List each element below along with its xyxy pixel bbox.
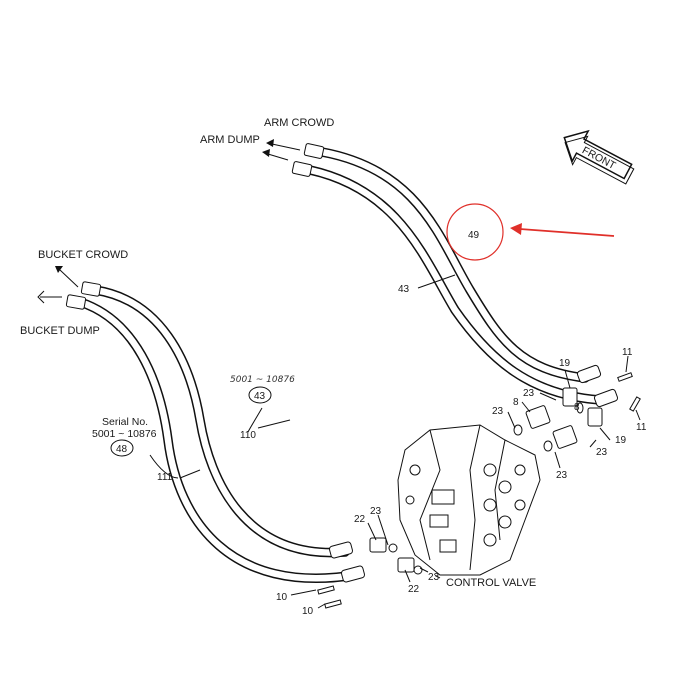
serial-line2: 5001 ~ 10876	[92, 428, 157, 440]
callout-23f: 23	[428, 572, 440, 583]
flow-arrow-icon	[37, 139, 301, 304]
flange-fittings	[317, 372, 641, 609]
callout-23c: 23	[596, 447, 608, 458]
arm-hoses	[305, 147, 605, 405]
callout-19a: 19	[559, 358, 571, 369]
callout-8a: 8	[513, 397, 519, 408]
arm-crowd-label: ARM CROWD	[264, 117, 334, 129]
hose-end-fittings	[65, 143, 619, 583]
control-valve-label: CONTROL VALVE	[446, 577, 536, 589]
callout-11b: 11	[636, 422, 647, 433]
front-arrow-icon: FRONT	[563, 129, 635, 185]
control-valve	[397, 424, 541, 576]
callout-43b: 43	[254, 391, 266, 402]
callout-23a: 23	[523, 388, 535, 399]
callout-43: 43	[398, 284, 410, 295]
bucket-crowd-label: BUCKET CROWD	[38, 249, 128, 261]
serial-handwritten: 5001 ~ 10876	[230, 375, 295, 385]
serial-line1: Serial No.	[102, 416, 148, 428]
callout-23b: 23	[492, 406, 504, 417]
callout-43-circled: 5001 ~ 10876 43	[230, 375, 295, 404]
serial-note: Serial No. 5001 ~ 10876 48	[92, 416, 157, 457]
callout-22a: 22	[354, 514, 366, 525]
callout-49: 49	[468, 230, 480, 241]
callout-23d: 23	[556, 470, 568, 481]
callout-111: 111	[157, 472, 173, 483]
callout-22b: 22	[408, 584, 420, 595]
callout-11a: 11	[622, 347, 633, 358]
callout-23e: 23	[370, 506, 382, 517]
bucket-dump-label: BUCKET DUMP	[20, 325, 100, 337]
callout-110: 110	[240, 430, 256, 441]
callout-19b: 19	[615, 435, 627, 446]
callout-48: 48	[116, 444, 128, 455]
callout-8b: 8	[574, 402, 580, 413]
arm-dump-label: ARM DUMP	[200, 134, 260, 146]
bucket-hoses	[75, 285, 360, 584]
callout-10a: 10	[276, 592, 288, 603]
highlight-annotation: 49	[446, 203, 615, 261]
leader-lines	[149, 274, 641, 609]
callout-10b: 10	[302, 606, 314, 617]
